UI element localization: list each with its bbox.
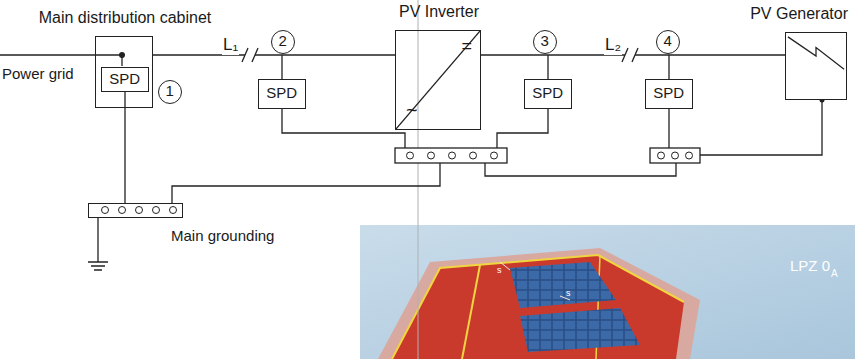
node-label: PV Generator	[750, 5, 848, 23]
spd-box: SPD	[101, 67, 149, 92]
spd-box: SPD	[524, 79, 572, 109]
grid-label: Power grid	[2, 66, 74, 83]
grounding-bar	[395, 148, 700, 163]
node-label: PV Inverter	[399, 3, 479, 21]
main-grounding-bar: Main grounding	[88, 203, 183, 218]
node-label: 2	[278, 33, 286, 50]
guide-line	[418, 0, 419, 359]
node-label: 3	[540, 33, 548, 50]
zone-label: LPZ 0	[790, 258, 830, 275]
node-label: Main grounding	[171, 228, 274, 245]
distribution-cabinet: Main distribution cabinetSPD	[95, 36, 153, 108]
symbol-text: ~	[406, 99, 418, 121]
callout-number: 1	[158, 80, 182, 104]
pv-inverter: PV Inverter=~	[395, 30, 481, 130]
cable-connector	[481, 48, 785, 62]
callout-number: 3	[533, 30, 557, 54]
symbol-stroke	[786, 33, 846, 99]
node-label: Main distribution cabinet	[39, 9, 212, 27]
bar-terminals	[102, 152, 693, 214]
ground-symbol	[88, 262, 108, 270]
cable-length-label: L₂	[604, 36, 622, 55]
node-label: SPD	[266, 85, 297, 102]
zone-subscript: A	[831, 268, 838, 279]
spd-box: SPD	[258, 79, 306, 109]
pv-generator: PV Generator	[785, 32, 847, 100]
cable-length-label: L₁	[222, 36, 239, 55]
wires	[0, 55, 822, 262]
node-label: 4	[663, 33, 671, 50]
distance-mark: s	[497, 266, 502, 276]
cable-connector	[125, 92, 126, 203]
building-photo	[360, 225, 855, 359]
node-label: SPD	[532, 85, 563, 102]
node-label: SPD	[653, 85, 684, 102]
node-label: 1	[165, 83, 173, 100]
node-label: SPD	[109, 71, 140, 88]
callout-number: 4	[656, 30, 680, 54]
spd-box: SPD	[645, 79, 693, 109]
symbol-text: =	[461, 37, 472, 57]
callout-number: 2	[271, 30, 295, 54]
distance-mark: s	[566, 289, 571, 299]
